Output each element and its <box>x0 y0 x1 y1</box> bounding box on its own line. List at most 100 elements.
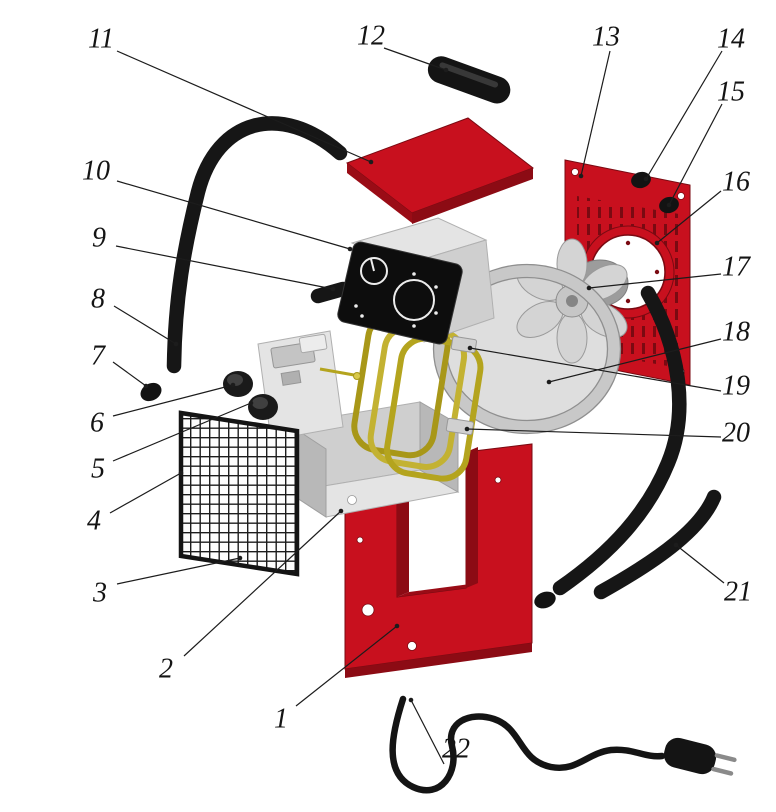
leader-dot-18 <box>546 379 552 385</box>
grille-mesh <box>181 413 297 574</box>
leader-dot-8 <box>173 341 179 347</box>
tube-end-cap <box>534 591 556 609</box>
part-number-20: 20 <box>722 418 750 449</box>
chamber-hole <box>347 495 357 505</box>
part-number-22: 22 <box>442 734 470 765</box>
leader-line-22 <box>410 699 445 765</box>
control-panel-face <box>337 241 463 345</box>
leader-line-5 <box>112 402 252 462</box>
leader-dot-1 <box>394 623 400 629</box>
part-number-14: 14 <box>717 24 745 55</box>
leader-dot-6 <box>230 382 236 388</box>
rubber-cap-14 <box>631 171 651 189</box>
part-number-9: 9 <box>92 223 106 254</box>
leader-dot-2 <box>338 508 344 514</box>
top-cover-edge-right <box>412 168 533 224</box>
leader-line-8 <box>113 305 177 345</box>
part-number-8: 8 <box>91 284 105 315</box>
top-cover-edge-left <box>347 163 412 223</box>
power-plug <box>663 737 737 776</box>
leader-dot-11 <box>368 159 374 165</box>
handle-tube-rear <box>552 285 687 596</box>
leader-dot-13 <box>578 173 584 179</box>
control-panel <box>337 241 463 345</box>
part-number-2: 2 <box>159 654 173 685</box>
leader-dot-20 <box>464 426 470 432</box>
grille-frame <box>178 410 300 577</box>
top-cover <box>345 117 535 224</box>
leader-dot-3 <box>237 555 243 561</box>
part-number-21: 21 <box>724 577 752 608</box>
part-number-19: 19 <box>722 371 750 402</box>
part-number-16: 16 <box>722 167 750 198</box>
leader-line-11 <box>116 50 372 163</box>
part-number-5: 5 <box>91 454 105 485</box>
leader-line-12 <box>383 47 447 71</box>
leader-line-7 <box>112 361 147 387</box>
leader-line-17 <box>588 273 722 289</box>
dial-large <box>393 279 435 321</box>
leader-line-13 <box>580 50 611 177</box>
leader-line-14 <box>645 50 723 180</box>
leader-dot-5 <box>248 400 254 406</box>
part-number-4: 4 <box>87 506 101 537</box>
leader-dot-10 <box>347 246 353 252</box>
capillary-stem <box>319 367 355 377</box>
part-number-15: 15 <box>717 77 745 108</box>
part-number-12: 12 <box>357 21 385 52</box>
part-number-17: 17 <box>722 252 751 283</box>
cord-wire <box>389 695 666 794</box>
switch-body <box>298 333 328 354</box>
dial-marks <box>354 272 438 328</box>
leader-line-19 <box>469 347 722 392</box>
leader-line-10 <box>116 180 351 250</box>
knob-upper <box>223 371 253 397</box>
power-cord <box>389 695 737 794</box>
leader-dot-14 <box>643 176 649 182</box>
knob-lower <box>248 394 278 420</box>
leader-dot-12 <box>443 67 449 73</box>
thermostat-bracket <box>257 330 361 441</box>
handle-tube-end <box>310 281 351 304</box>
leader-line-6 <box>112 384 234 417</box>
terminal-block <box>280 370 302 386</box>
leader-line-18 <box>548 338 722 383</box>
part-number-13: 13 <box>592 22 620 53</box>
plug-pin <box>714 753 737 763</box>
part-number-10: 10 <box>82 156 110 187</box>
leader-line-15 <box>668 103 723 206</box>
leader-dot-19 <box>467 345 473 351</box>
part-number-11: 11 <box>88 24 114 55</box>
impeller-shaft <box>566 295 578 307</box>
plug-pin <box>711 766 734 776</box>
carry-handle-tube <box>166 116 348 374</box>
base-bottom-edge <box>345 643 532 678</box>
part-number-18: 18 <box>722 317 750 348</box>
leader-dot-21 <box>673 542 679 548</box>
leader-line-2 <box>183 510 342 657</box>
leader-line-16 <box>656 190 722 244</box>
part-number-7: 7 <box>91 341 106 372</box>
leader-dot-15 <box>666 202 672 208</box>
part-number-3: 3 <box>92 578 107 609</box>
leader-line-20 <box>466 428 722 438</box>
base-holes <box>356 476 502 651</box>
dial-small-pointer <box>370 258 375 272</box>
part-number-1: 1 <box>274 704 288 735</box>
base-notch-right <box>466 447 478 588</box>
leader-line-1 <box>295 625 398 707</box>
leader-dot-17 <box>586 285 592 291</box>
dial-small <box>360 257 388 285</box>
capillary-tip <box>353 372 361 380</box>
leader-line-21 <box>675 544 725 584</box>
leader-dot-16 <box>654 240 660 246</box>
handle-grip <box>427 56 511 104</box>
leader-dot-4 <box>178 470 184 476</box>
leader-dot-7 <box>143 383 149 389</box>
leader-line-9 <box>115 245 334 290</box>
leader-line-3 <box>116 557 241 585</box>
front-grille <box>178 410 300 577</box>
